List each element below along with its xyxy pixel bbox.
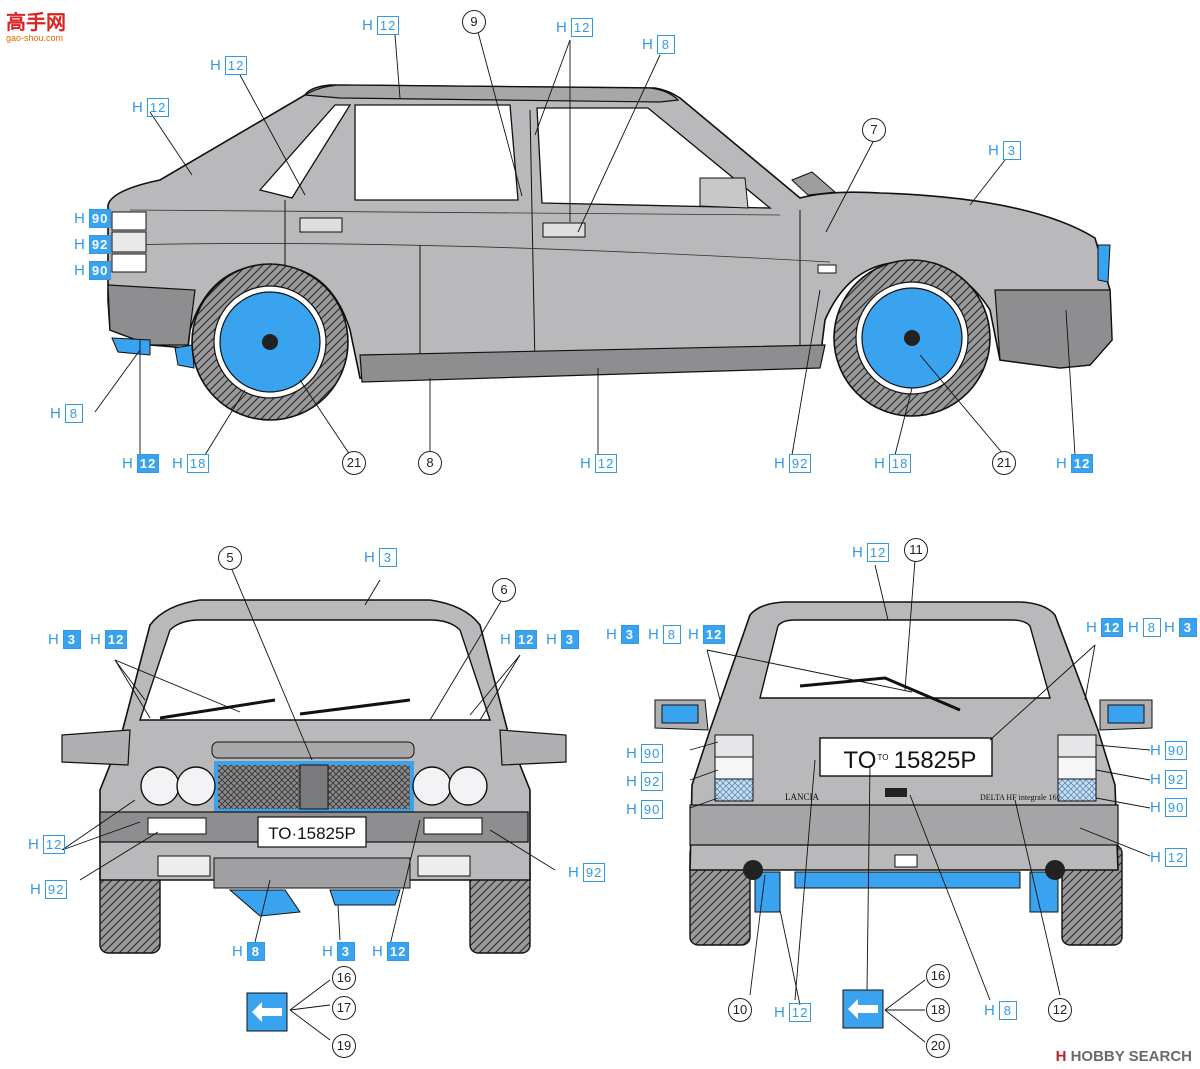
delta-badge: DELTA HF integrale 16v	[980, 793, 1061, 802]
rear-plate-small: TO	[878, 753, 889, 762]
part-number-callout: 12	[1048, 998, 1072, 1022]
part-number-callout: 18	[926, 998, 950, 1022]
part-number-callout: 16	[926, 964, 950, 988]
side-rear-door-window	[354, 104, 519, 201]
front-plate-text: TO·15825P	[268, 824, 356, 843]
part-number-callout: 21	[992, 451, 1016, 475]
part-number-callout: 11	[904, 538, 928, 562]
part-number-callout: 7	[862, 118, 886, 142]
rear-plate-right: 15825P	[894, 747, 977, 774]
hobby-search-watermark: H HOBBY SEARCH	[1056, 1048, 1192, 1065]
side-roof	[303, 84, 680, 103]
rear-direction-arrow	[842, 989, 884, 1029]
part-number-callout: 19	[332, 1034, 356, 1058]
side-rear-bumper	[107, 284, 196, 346]
front-direction-arrow	[246, 992, 288, 1032]
lancia-badge: LANCIA	[785, 792, 819, 802]
watermark-text: HOBBY SEARCH	[1070, 1048, 1192, 1065]
watermark-prefix: H	[1055, 1048, 1067, 1065]
rear-plate-left: TO	[844, 747, 877, 774]
part-number-callout: 9	[462, 10, 486, 34]
part-number-callout: 5	[218, 546, 242, 570]
part-number-callout: 8	[418, 451, 442, 475]
side-skirt	[359, 344, 826, 383]
part-number-callout: 20	[926, 1034, 950, 1058]
part-number-callout: 16	[332, 966, 356, 990]
front-view: TO·15825P	[61, 564, 567, 1041]
site-logo: 高手网 gao-shou.com	[6, 6, 66, 43]
side-rear-quarter-window	[258, 104, 352, 199]
side-front-wheel	[833, 259, 991, 417]
part-number-callout: 10	[728, 998, 752, 1022]
side-view	[94, 31, 1113, 456]
side-mudflap-rear	[111, 337, 151, 356]
part-number-callout: 21	[342, 451, 366, 475]
site-logo-sub: gao-shou.com	[6, 33, 64, 43]
side-front-bumper	[994, 289, 1113, 369]
site-logo-text: 高手网	[6, 12, 66, 34]
rear-view: TO TO 15825P LANCIA DELTA HF integrale 1…	[654, 559, 1153, 1043]
side-rear-wheel	[191, 263, 349, 421]
part-number-callout: 17	[332, 996, 356, 1020]
part-number-callout: 6	[492, 578, 516, 602]
